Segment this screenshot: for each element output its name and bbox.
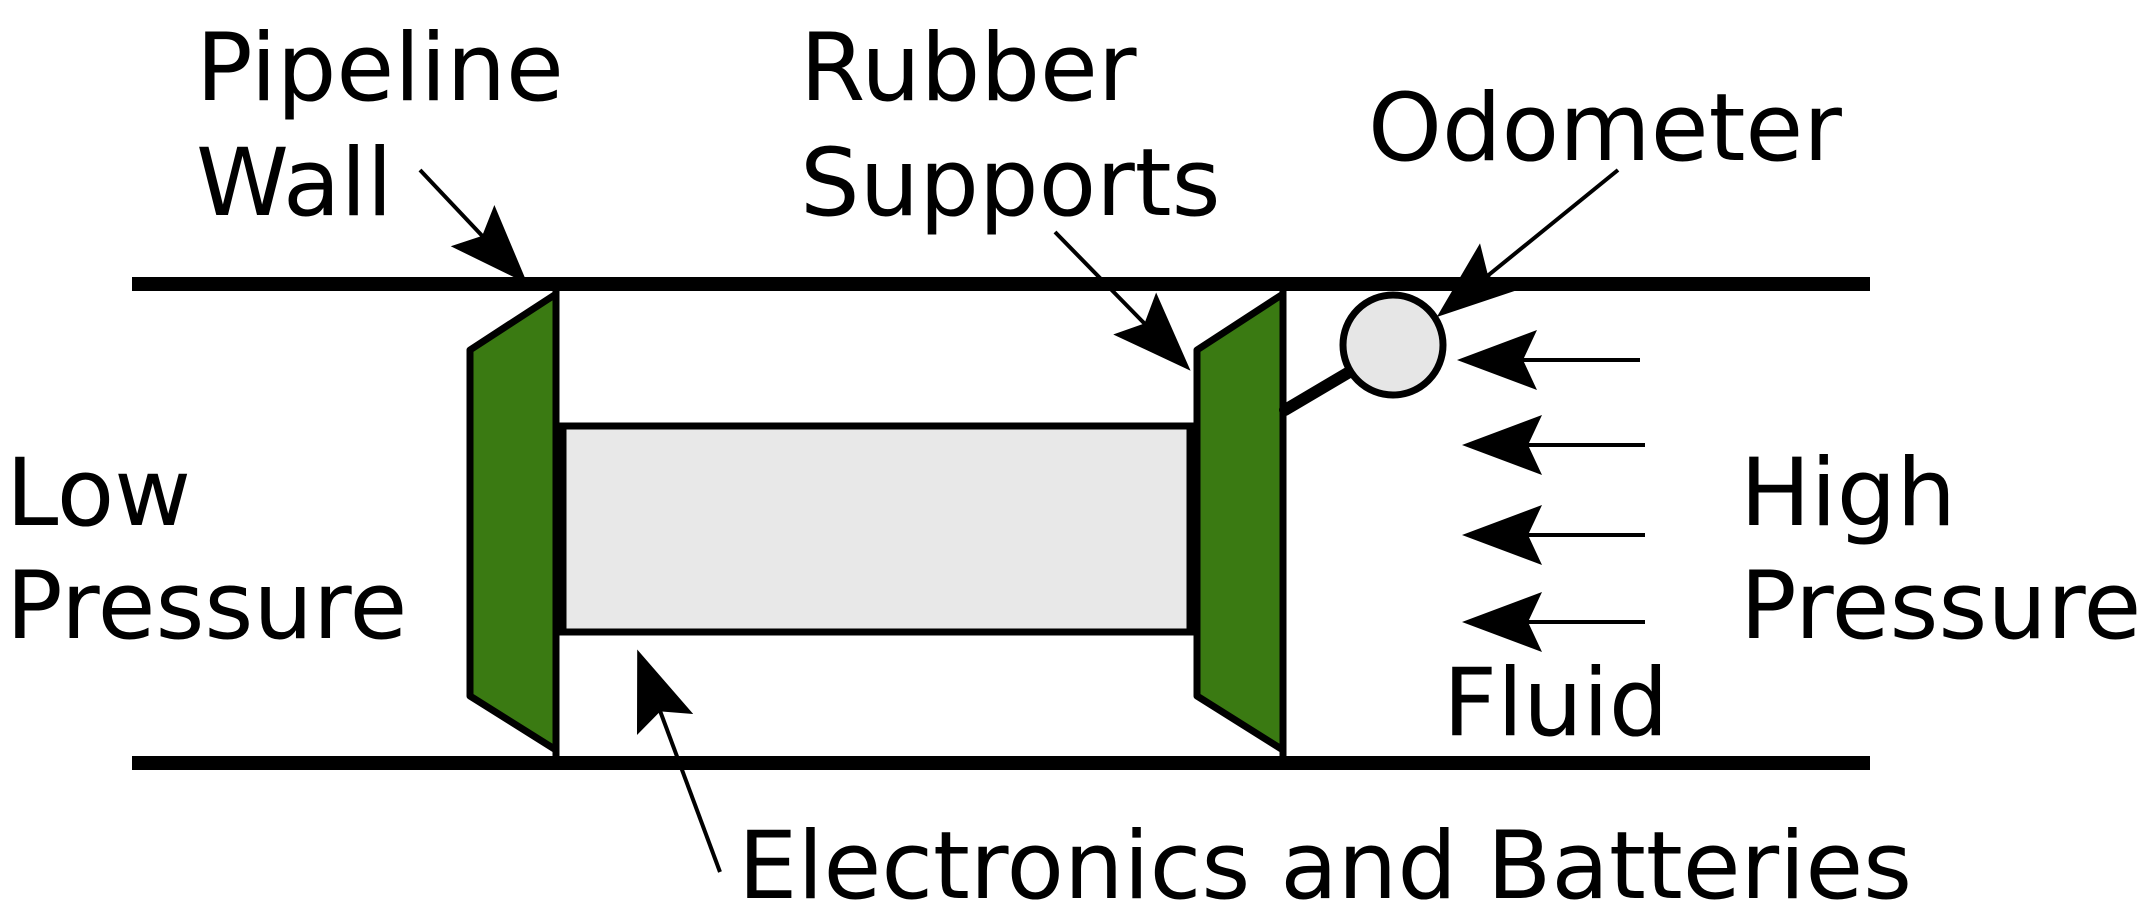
low-pressure-label: Low Pressure (6, 439, 407, 661)
odometer-pointer-arrow (1436, 168, 1620, 318)
fluid-label: Fluid (1443, 649, 1669, 758)
right-rubber-support (1193, 290, 1287, 754)
rubber-supports-pointer-arrow (1053, 230, 1191, 371)
high-pressure-label-line2: Pressure (1740, 552, 2141, 661)
high-pressure-label: High Pressure (1740, 439, 2141, 661)
odometer-wheel (1339, 291, 1447, 399)
high-pressure-label-line1: High (1740, 439, 1956, 548)
pipeline-wall-label: Pipeline Wall (196, 14, 594, 238)
electronics-and-batteries-label: Electronics and Batteries (738, 812, 1912, 920)
rubber-supports-label: Rubber Supports (800, 14, 1221, 238)
pipeline-wall-label-line2: Wall (196, 129, 393, 238)
electronics-body (559, 422, 1194, 636)
pipeline-wall-label-line1: Pipeline (196, 14, 564, 123)
odometer-label: Odometer (1368, 74, 1842, 183)
electronics-pointer-arrow (636, 649, 722, 873)
left-rubber-support (466, 290, 560, 754)
low-pressure-label-line2: Pressure (6, 552, 407, 661)
low-pressure-label-line1: Low (6, 439, 191, 548)
rubber-supports-label-line2: Supports (800, 129, 1221, 238)
pipeline-wall-pointer-arrow (418, 168, 528, 284)
rubber-supports-label-line1: Rubber (800, 14, 1137, 123)
